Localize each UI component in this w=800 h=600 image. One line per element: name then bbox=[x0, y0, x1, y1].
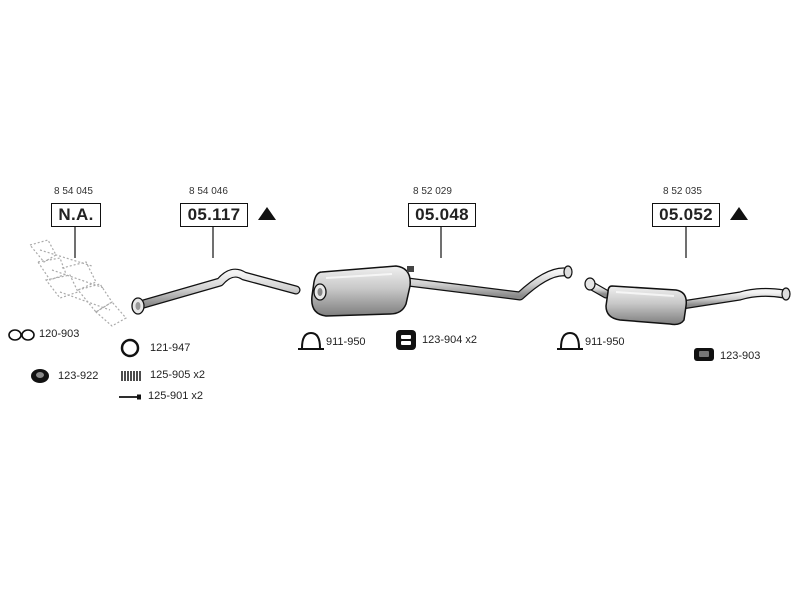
spring-icon bbox=[121, 371, 141, 381]
reference-number: 8 54 046 bbox=[189, 186, 228, 197]
accessory-label: 121-947 bbox=[150, 342, 191, 354]
reference-number: 8 52 035 bbox=[663, 186, 702, 197]
accessory-label: 123-904 x2 bbox=[422, 334, 478, 346]
rubber-hanger-icon bbox=[694, 348, 714, 361]
part-code-box[interactable]: 05.117 bbox=[180, 203, 248, 227]
accessory-label: 911-950 bbox=[326, 336, 366, 348]
accessory-label: 911-950 bbox=[585, 336, 625, 348]
accessory-label: 125-905 x2 bbox=[150, 369, 206, 381]
rubber-mount-icon bbox=[31, 369, 49, 383]
part-code-box[interactable]: N.A. bbox=[51, 203, 101, 227]
warning-triangle-icon bbox=[730, 207, 748, 220]
seal-ring-icon bbox=[120, 338, 140, 358]
gasket-ring-icon bbox=[8, 329, 35, 341]
warning-triangle-icon bbox=[258, 207, 276, 220]
manifold-dashed-outline bbox=[28, 239, 127, 327]
accessory-label: 120-903 bbox=[39, 328, 80, 340]
hanger-icon bbox=[396, 330, 416, 350]
rear-silencer-part[interactable] bbox=[584, 277, 791, 326]
part-code-box[interactable]: 05.048 bbox=[408, 203, 476, 227]
clamp-icon bbox=[298, 331, 324, 350]
bolt-icon bbox=[119, 394, 141, 400]
reference-number: 8 52 029 bbox=[413, 186, 452, 197]
accessory-label: 123-903 bbox=[720, 350, 761, 362]
center-silencer-part[interactable] bbox=[311, 265, 573, 317]
front-pipe-part[interactable] bbox=[131, 268, 301, 315]
accessory-label: 123-922 bbox=[58, 370, 99, 382]
clamp-icon bbox=[557, 331, 583, 350]
accessory-label: 125-901 x2 bbox=[148, 390, 204, 402]
reference-number: 8 54 045 bbox=[54, 186, 93, 197]
